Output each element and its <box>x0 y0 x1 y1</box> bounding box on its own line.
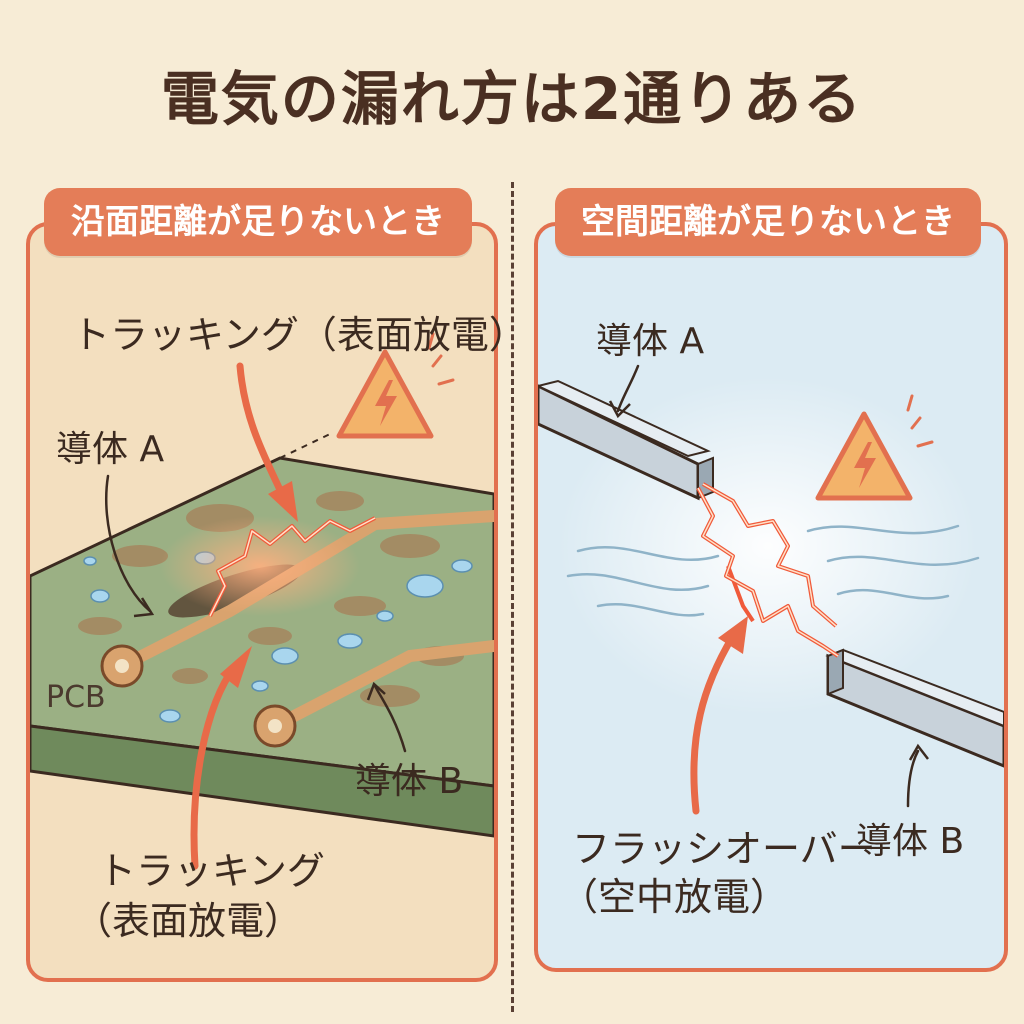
clearance-heading-badge: 空間距離が足りないとき <box>555 188 981 256</box>
flashover-label-line2: （空中放電） <box>560 875 789 919</box>
pcb-label: PCB <box>46 680 106 715</box>
trace-conductor-b <box>269 640 494 732</box>
arrow-to-flashover <box>690 632 737 815</box>
right-conductor-b-label: 導体 B <box>856 821 965 862</box>
arrow-conductor-b <box>906 749 920 808</box>
contamination-spots <box>78 491 464 707</box>
center-divider <box>511 182 514 1012</box>
warning-high-voltage-icon <box>336 332 455 439</box>
tracking-label-bottom-line2: （表面放電） <box>74 899 303 943</box>
tracking-label-top: トラッキング（表面放電） <box>72 313 527 357</box>
conductor-b-bar <box>825 648 1004 768</box>
creepage-heading-badge: 沿面距離が足りないとき <box>44 188 472 256</box>
left-panel-creepage <box>26 222 498 982</box>
arrow-conductor-b <box>373 684 407 753</box>
left-conductor-a-label: 導体 A <box>56 429 165 470</box>
left-conductor-b-label: 導体 B <box>355 761 464 802</box>
arrow-conductor-a <box>104 474 152 613</box>
warning-high-voltage-icon <box>815 394 934 501</box>
air-flashover-illustration <box>538 364 1004 815</box>
tracking-label-bottom-line1: トラッキング <box>98 849 325 893</box>
right-conductor-a-label: 導体 A <box>596 321 705 362</box>
air-flow-lines <box>566 524 980 617</box>
arrow-bottom-to-spark <box>190 662 239 870</box>
pcb-board-edge <box>30 724 494 838</box>
pcb-tracking-illustration <box>30 332 494 870</box>
right-panel-clearance <box>534 222 1008 972</box>
conductor-a-bar <box>538 379 714 501</box>
page-title: 電気の漏れ方は2通りある <box>160 65 864 133</box>
flashover-label-line1: フラッシオーバー <box>572 827 876 871</box>
arrow-conductor-a <box>616 364 640 413</box>
